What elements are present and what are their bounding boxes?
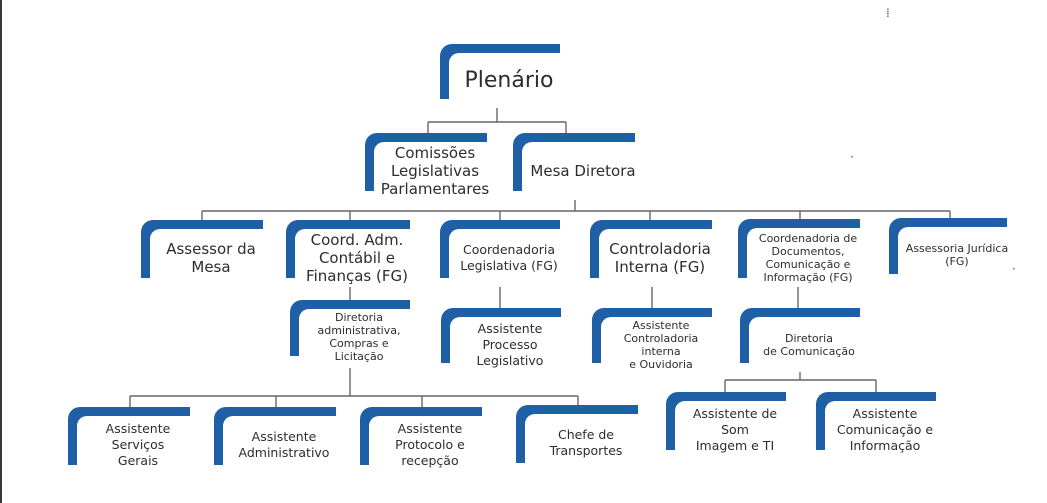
node-mesa-diretora: Mesa Diretora [513,133,644,200]
node-assist-comunicacao: Assistente Comunicação e Informação [816,392,945,459]
node-assessor-mesa: Assessor da Mesa [141,220,272,287]
node-coord-documentos-label: Coordenadoria de Documentos, Comunicação… [758,231,858,284]
node-controladoria-label: Controladoria Interna (FG) [609,240,711,276]
scan-speck: · [850,150,854,164]
node-coord-documentos: Coordenadoria de Documentos, Comunicação… [738,219,869,287]
scan-speck: ⁞ [886,6,890,20]
node-chefe-transportes: Chefe de Transportes [516,405,647,472]
node-diretoria-adm: Diretoria administrativa, Compras e Lici… [290,300,419,365]
node-assessor-mesa-label: Assessor da Mesa [166,240,256,276]
scan-speck: · [1012,262,1016,276]
node-assessoria-juridica: Assessoria Jurídica (FG) [889,218,1016,283]
node-assist-processo-leg-label: Assistente Processo Legislativo [476,320,544,368]
node-assist-processo-leg: Assistente Processo Legislativo [441,308,570,372]
node-controladoria: Controladoria Interna (FG) [590,220,721,287]
node-comissoes: Comissões Legislativas Parlamentares [365,133,496,200]
node-assist-protocolo-label: Assistente Protocolo e recepção [395,421,465,468]
node-coord-legislativa: Coordenadoria Legislativa (FG) [440,220,569,287]
node-coord-legislativa-label: Coordenadoria Legislativa (FG) [460,242,558,273]
page-left-edge [0,0,2,503]
node-assessoria-juridica-label: Assessoria Jurídica (FG) [905,242,1009,268]
node-chefe-transportes-label: Chefe de Transportes [549,427,623,458]
node-plenario: Plenário [440,44,569,108]
node-mesa-diretora-label: Mesa Diretora [530,162,636,180]
node-diretoria-comunicacao: Diretoria de Comunicação [740,308,869,372]
node-assist-administrativo-label: Assistente Administrativo [238,429,330,460]
node-diretoria-comunicacao-label: Diretoria de Comunicação [763,331,855,358]
node-assist-comunicacao-label: Assistente Comunicação e Informação [836,406,934,453]
node-coord-adm: Coord. Adm. Contábil e Finanças (FG) [286,220,419,287]
node-assist-administrativo: Assistente Administrativo [214,407,345,474]
node-assist-protocolo: Assistente Protocolo e recepção [360,407,491,474]
node-plenario-label: Plenário [464,68,554,93]
node-assist-servicos-gerais: Assistente Serviços Gerais [68,407,199,474]
node-coord-adm-label: Coord. Adm. Contábil e Finanças (FG) [306,231,408,285]
node-assist-controladoria: Assistente Controladoria interna e Ouvid… [592,308,721,372]
node-diretoria-adm-label: Diretoria administrativa, Compras e Lici… [317,311,401,363]
node-assist-som-imagem-label: Assistente de Som Imagem e TI [692,406,778,453]
node-comissoes-label: Comissões Legislativas Parlamentares [380,144,490,198]
node-assist-som-imagem: Assistente de Som Imagem e TI [666,392,795,459]
node-assist-controladoria-label: Assistente Controladoria interna e Ouvid… [623,318,699,371]
node-assist-servicos-gerais-label: Assistente Serviços Gerais [105,421,171,468]
